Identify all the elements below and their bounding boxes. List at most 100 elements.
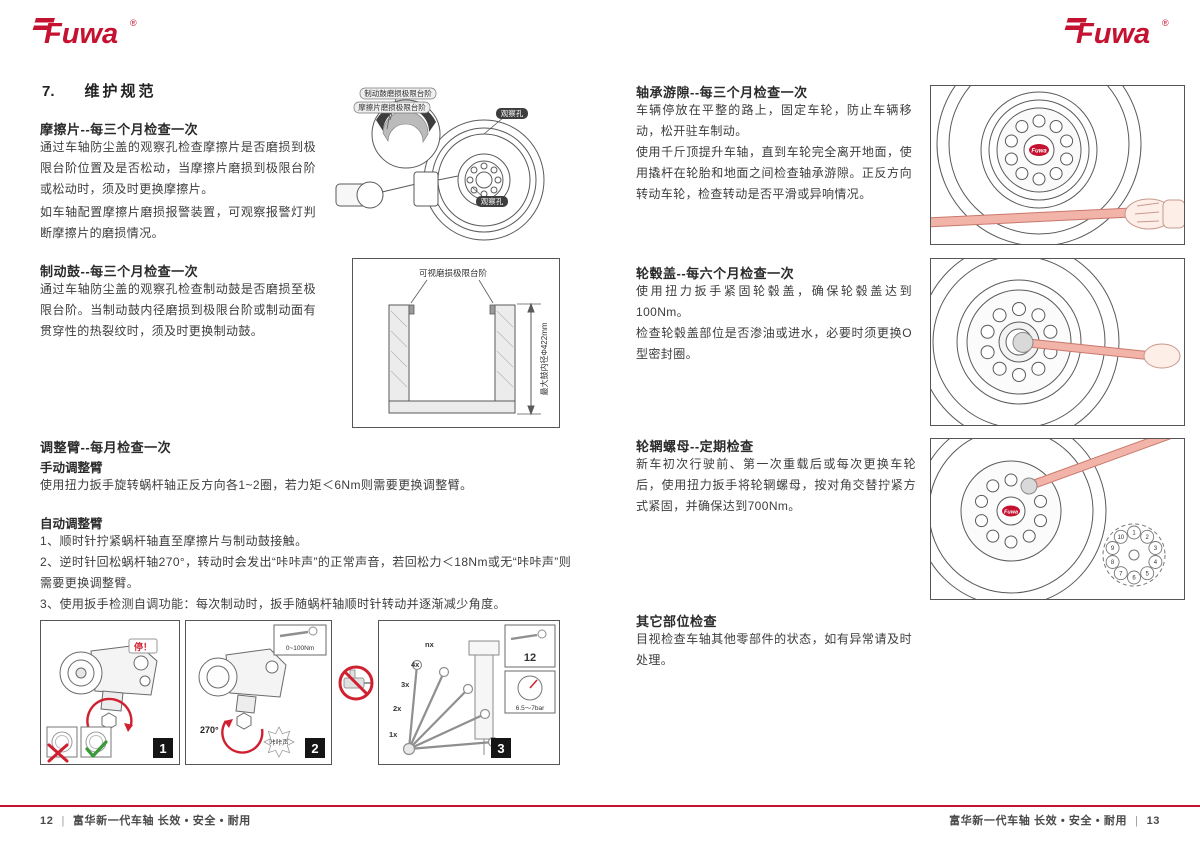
wrench-fan <box>407 664 494 751</box>
section-name: 维护规范 <box>84 83 157 100</box>
label-count-nx: nx <box>425 640 435 649</box>
label-torque-range: 0~100Nm <box>286 645 314 652</box>
logo-text: Fuwa <box>1076 18 1150 50</box>
label-pressure-range: 6.5～7bar <box>516 705 545 712</box>
hub-logo-text: Fuwa <box>1004 510 1018 516</box>
figure-brake-inspection: 制动鼓磨损极限台阶 摩擦片磨损极限台阶 观察孔 观察孔 <box>332 84 560 246</box>
seq-7: 7 <box>1119 571 1123 577</box>
rimnut-torque-drawing: Fuwa 1 2 3 4 5 <box>915 415 1180 607</box>
figure-rimnut-torque: Fuwa 1 2 3 4 5 <box>915 415 1185 607</box>
dimension-arrow <box>517 302 541 416</box>
figure-step-3: 1x 2x 3x 4x nx 12 6.5～7bar 3 <box>378 620 560 765</box>
pry-bar <box>926 207 1132 228</box>
fuwa-logo-graphic: Fuwa ® <box>1064 18 1169 50</box>
heading-other-parts: 其它部位检查 <box>636 614 718 629</box>
step-badge-2: 2 <box>311 741 318 756</box>
fuwa-logo-graphic: Fuwa ® <box>32 18 137 50</box>
step-1-drawing: 停！ 1 <box>46 638 173 763</box>
logo-text: Fuwa <box>44 18 118 50</box>
no-grease-icon <box>336 656 376 708</box>
label-wrench-count: 12 <box>524 652 536 664</box>
step-badge-3: 3 <box>497 741 504 756</box>
heading-brake-drum: 制动鼓--每三个月检查一次 <box>40 264 199 279</box>
section-number: 7. <box>42 83 55 100</box>
body-bearing-2: 使用千斤顶提升车轴，直到车轮完全离开地面，使用撬杆在轮胎和地面之间检查轴承游隙。… <box>636 145 912 201</box>
step-badge-1: 1 <box>159 741 166 756</box>
body-hubcap-2: 检查轮毂盖部位是否渗油或进水，必要时须更换O型密封圈。 <box>636 326 912 361</box>
footer-left-page-no: 12 <box>40 815 54 827</box>
rotate-arrow <box>86 697 133 734</box>
seq-1: 1 <box>1132 531 1136 537</box>
body-bearing-1: 车辆停放在平整的路上，固定车轮，防止车辆移动，松开驻车制动。 <box>636 103 912 138</box>
auto-adjuster-list: 1、顺时针拧紧蜗杆轴直至摩擦片与制动鼓接触。 2、逆时针回松蜗杆轴270°，转动… <box>40 531 575 615</box>
step-2-drawing: 270° 咔咔声 0~100Nm 2 <box>198 624 327 758</box>
label-pad-wear-limit: 摩擦片磨损极限台阶 <box>358 102 426 112</box>
label-count-3x: 3x <box>401 680 410 689</box>
figure-drum-section: 可视磨损极限台阶 <box>352 258 560 428</box>
figure-step-1: 停！ 1 <box>40 620 180 765</box>
auto-adjuster-item-1: 1、顺时针拧紧蜗杆轴直至摩擦片与制动鼓接触。 <box>40 534 308 548</box>
brake-inspection-drawing: 制动鼓磨损极限台阶 摩擦片磨损极限台阶 观察孔 观察孔 <box>335 87 545 241</box>
seq-5: 5 <box>1146 571 1150 577</box>
body-brake-drum: 通过车轴防尘盖的观察孔检查制动鼓是否磨损至极限台阶。当制动鼓内径磨损到极限台阶或… <box>40 282 316 338</box>
hub-logo-text: Fuwa <box>1031 149 1047 155</box>
seq-9: 9 <box>1111 546 1115 552</box>
tightening-sequence-diagram: 1 2 3 4 5 6 7 8 9 10 <box>1102 523 1166 587</box>
label-click-sound: 咔咔声 <box>269 738 289 747</box>
registered-mark: ® <box>1162 18 1169 28</box>
heading-hubcap: 轮毂盖--每六个月检查一次 <box>636 266 795 281</box>
label-drum-wear-limit: 制动鼓磨损极限台阶 <box>364 88 432 98</box>
body-hubcap-1: 使用扭力扳手紧固轮毂盖，确保轮毂盖达到100Nm。 <box>636 284 912 319</box>
footer-divider: | <box>61 815 65 827</box>
footer-right-tagline: 富华新一代车轴 长效 • 安全 • 耐用 <box>949 815 1128 827</box>
body-other-parts: 目视检查车轴其他零部件的状态，如有异常请及时处理。 <box>636 632 912 667</box>
subheading-manual-adjuster: 手动调整臂 <box>40 461 103 475</box>
footer-left-tagline: 富华新一代车轴 长效 • 安全 • 耐用 <box>72 815 251 827</box>
label-stop: 停！ <box>134 641 152 652</box>
seq-2: 2 <box>1146 535 1150 541</box>
section-title: 7. 维护规范 <box>42 80 157 101</box>
label-max-drum-diameter: 最大鼓内径Φ422mm <box>539 322 549 395</box>
hand <box>1124 198 1186 230</box>
figure-step-2: 270° 咔咔声 0~100Nm 2 <box>185 620 332 765</box>
label-visible-wear-step: 可视磨损极限台阶 <box>419 268 488 278</box>
heading-bearing-clearance: 轴承游隙--每三个月检查一次 <box>636 85 808 100</box>
step-3-drawing: 1x 2x 3x 4x nx 12 6.5～7bar 3 <box>389 624 556 758</box>
label-observation-hole-top: 观察孔 <box>501 108 524 118</box>
footer-rule <box>0 805 1200 807</box>
bearing-check-drawing: Fuwa <box>926 41 1186 247</box>
label-observation-hole-bottom: 观察孔 <box>481 196 504 206</box>
label-count-2x: 2x <box>393 704 402 713</box>
drum-section-drawing: 可视磨损极限台阶 <box>388 268 549 416</box>
seq-10: 10 <box>1117 535 1124 541</box>
seq-3: 3 <box>1154 546 1158 552</box>
subheading-auto-adjuster: 自动调整臂 <box>40 517 103 531</box>
seq-4: 4 <box>1154 560 1158 566</box>
seq-8: 8 <box>1111 560 1115 566</box>
footer-divider: | <box>1135 815 1139 827</box>
heading-rim-nut: 轮辋螺母--定期检查 <box>636 439 754 454</box>
hubcap-torque-drawing <box>918 241 1181 443</box>
body-friction-pad-1: 通过车轴防尘盖的观察孔检查摩擦片是否磨损到极限台阶位置及是否松动，当摩擦片磨损到… <box>40 140 316 196</box>
click-burst <box>263 726 295 758</box>
figure-bearing-check: Fuwa <box>926 41 1186 247</box>
label-count-4x: 4x <box>411 660 420 669</box>
footer-left: 12 | 富华新一代车轴 长效 • 安全 • 耐用 <box>40 812 251 828</box>
footer-right: 富华新一代车轴 长效 • 安全 • 耐用|13 <box>949 812 1160 828</box>
fuwa-logo-left: Fuwa ® <box>28 12 146 57</box>
fuwa-logo-right: Fuwa ® <box>1060 12 1178 57</box>
seq-6: 6 <box>1132 576 1136 582</box>
label-count-1x: 1x <box>389 730 398 739</box>
rotate-back-arrow <box>221 720 264 754</box>
heading-friction-pad: 摩擦片--每三个月检查一次 <box>40 122 199 137</box>
auto-adjuster-item-3: 3、使用扳手检测自调功能：每次制动时，扳手随蜗杆轴顺时针转动并逐渐减少角度。 <box>40 597 506 611</box>
figure-hubcap-torque <box>918 241 1185 443</box>
registered-mark: ® <box>130 18 137 28</box>
cross-icon <box>47 743 69 763</box>
body-manual-adjuster: 使用扭力扳手旋转蜗杆轴正反方向各1~2圈，若力矩＜6Nm则需要更换调整臂。 <box>40 478 473 492</box>
hand <box>1143 343 1181 369</box>
body-friction-pad-2: 如车轴配置摩擦片磨损报警装置，可观察报警灯判断摩擦片的磨损情况。 <box>40 205 316 240</box>
heading-adjuster: 调整臂--每月检查一次 <box>40 440 172 455</box>
check-icon <box>85 740 108 758</box>
